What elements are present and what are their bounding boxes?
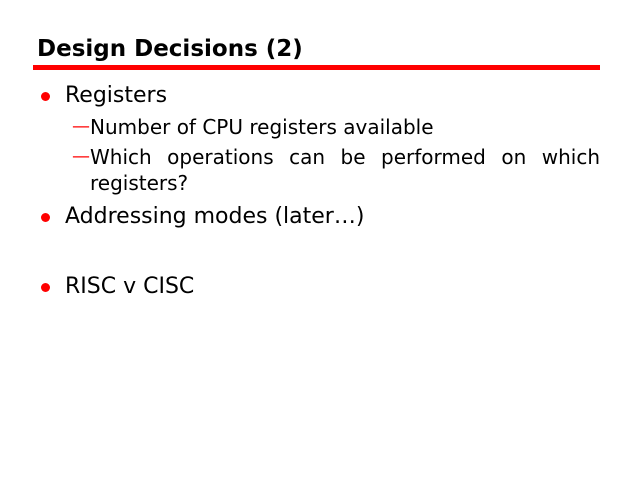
title-underline-rule	[33, 65, 600, 70]
bullet-item: RISC v CISC	[0, 273, 638, 301]
sub-bullet-text: Which operations can be performed on whi…	[90, 145, 600, 195]
bullet-text: Addressing modes (later…)	[65, 204, 365, 229]
bullet-item: Registers	[0, 82, 638, 110]
em-dash-icon: —	[72, 116, 90, 137]
sub-bullet-item: — Number of CPU registers available	[0, 114, 638, 140]
slide-title: Design Decisions (2)	[37, 36, 303, 62]
em-dash-icon: —	[72, 146, 90, 167]
sub-bullet-item: — Which operations can be performed on w…	[0, 144, 638, 196]
bullet-icon	[41, 92, 50, 101]
sub-bullet-text: Number of CPU registers available	[90, 115, 434, 139]
bullet-icon	[41, 283, 50, 292]
bullet-icon	[41, 213, 50, 222]
bullet-text: RISC v CISC	[65, 274, 195, 299]
bullet-item: Addressing modes (later…)	[0, 203, 638, 231]
bullet-text: Registers	[65, 83, 168, 108]
